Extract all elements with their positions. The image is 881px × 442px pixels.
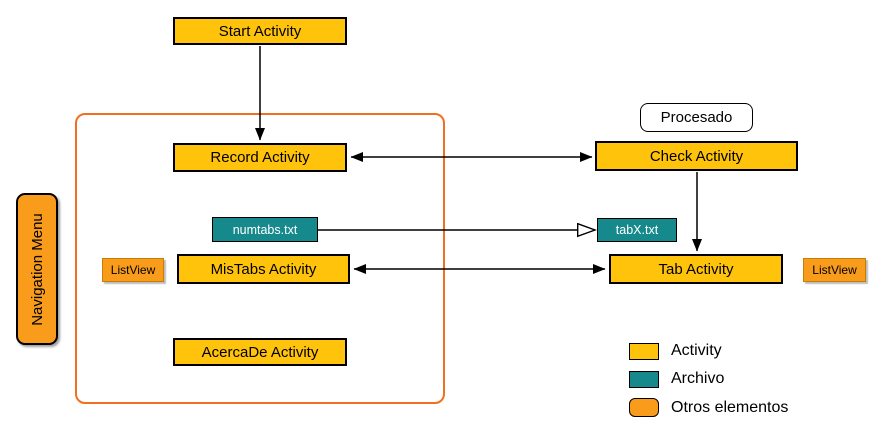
- node-record-activity-label: Record Activity: [210, 149, 310, 166]
- node-tab-activity: Tab Activity: [609, 254, 783, 284]
- listview-badge-left-label: ListView: [110, 263, 156, 277]
- legend-swatch-activity: [629, 342, 659, 360]
- node-numtabs-file: numtabs.txt: [212, 217, 318, 242]
- node-acercade-activity: AcercaDe Activity: [173, 338, 347, 366]
- listview-badge-left: ListView: [102, 258, 164, 282]
- legend-swatch-otros: [629, 398, 659, 417]
- node-start-activity: Start Activity: [173, 17, 347, 45]
- legend-label-archivo: Archivo: [671, 370, 725, 387]
- listview-badge-right-label: ListView: [812, 263, 857, 277]
- node-navigation-menu-label: Navigation Menu: [28, 212, 46, 326]
- legend-row-otros: Otros elementos: [629, 398, 788, 417]
- node-check-activity: Check Activity: [595, 141, 798, 171]
- node-start-activity-label: Start Activity: [218, 22, 302, 40]
- node-navigation-menu: Navigation Menu: [16, 193, 58, 345]
- legend-row-activity: Activity: [629, 342, 722, 360]
- node-tab-activity-label: Tab Activity: [658, 260, 734, 278]
- legend-label-activity: Activity: [671, 342, 722, 359]
- legend-row-archivo: Archivo: [629, 370, 724, 388]
- node-mistabs-activity-label: MisTabs Activity: [210, 260, 317, 278]
- node-tabx-file-label: tabX.txt: [615, 223, 659, 237]
- legend-label-otros: Otros elementos: [671, 398, 789, 416]
- node-mistabs-activity: MisTabs Activity: [177, 254, 350, 284]
- node-acercade-activity-label: AcercaDe Activity: [201, 343, 319, 361]
- listview-badge-right: ListView: [803, 258, 866, 282]
- node-check-activity-label: Check Activity: [649, 147, 744, 165]
- node-procesado-label: Procesado: [660, 109, 733, 126]
- node-numtabs-file-label: numtabs.txt: [232, 222, 298, 237]
- node-record-activity: Record Activity: [173, 143, 347, 172]
- legend-swatch-archivo: [629, 370, 659, 388]
- node-tabx-file: tabX.txt: [597, 218, 677, 242]
- node-procesado-note: Procesado: [640, 103, 753, 132]
